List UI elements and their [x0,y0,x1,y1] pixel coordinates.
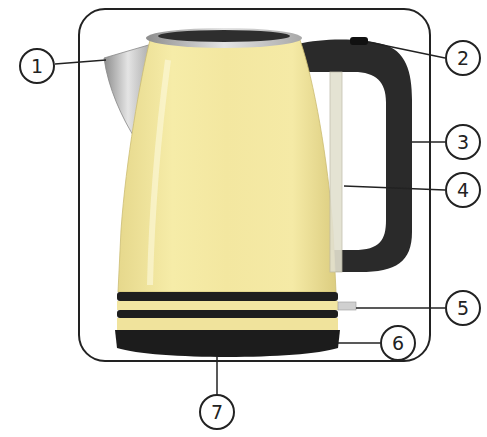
callout-number: 7 [199,394,235,430]
callout-number: 5 [445,290,481,326]
callout-number: 1 [19,48,55,84]
callout-number: 4 [445,172,481,208]
callout-number-text: 5 [457,299,469,318]
band [117,292,338,301]
callout-number-text: 6 [392,334,404,353]
switch [338,302,356,310]
callout-number: 6 [380,325,416,361]
callout-number-text: 4 [457,181,469,200]
band [117,310,338,318]
callout-number-text: 3 [457,133,469,152]
callout-number-text: 2 [457,49,469,68]
callout-number-text: 7 [211,403,223,422]
base [115,330,340,357]
callout-number-text: 1 [31,57,43,76]
water-window [330,72,342,272]
lid-rim [146,28,302,48]
lid-button [350,37,368,45]
callout-number: 2 [445,40,481,76]
kettle-body [118,40,336,292]
leader-lines [55,42,445,394]
lid [158,30,290,42]
callout-number: 3 [445,124,481,160]
band [117,301,338,310]
highlight [150,60,168,285]
band [117,318,338,330]
